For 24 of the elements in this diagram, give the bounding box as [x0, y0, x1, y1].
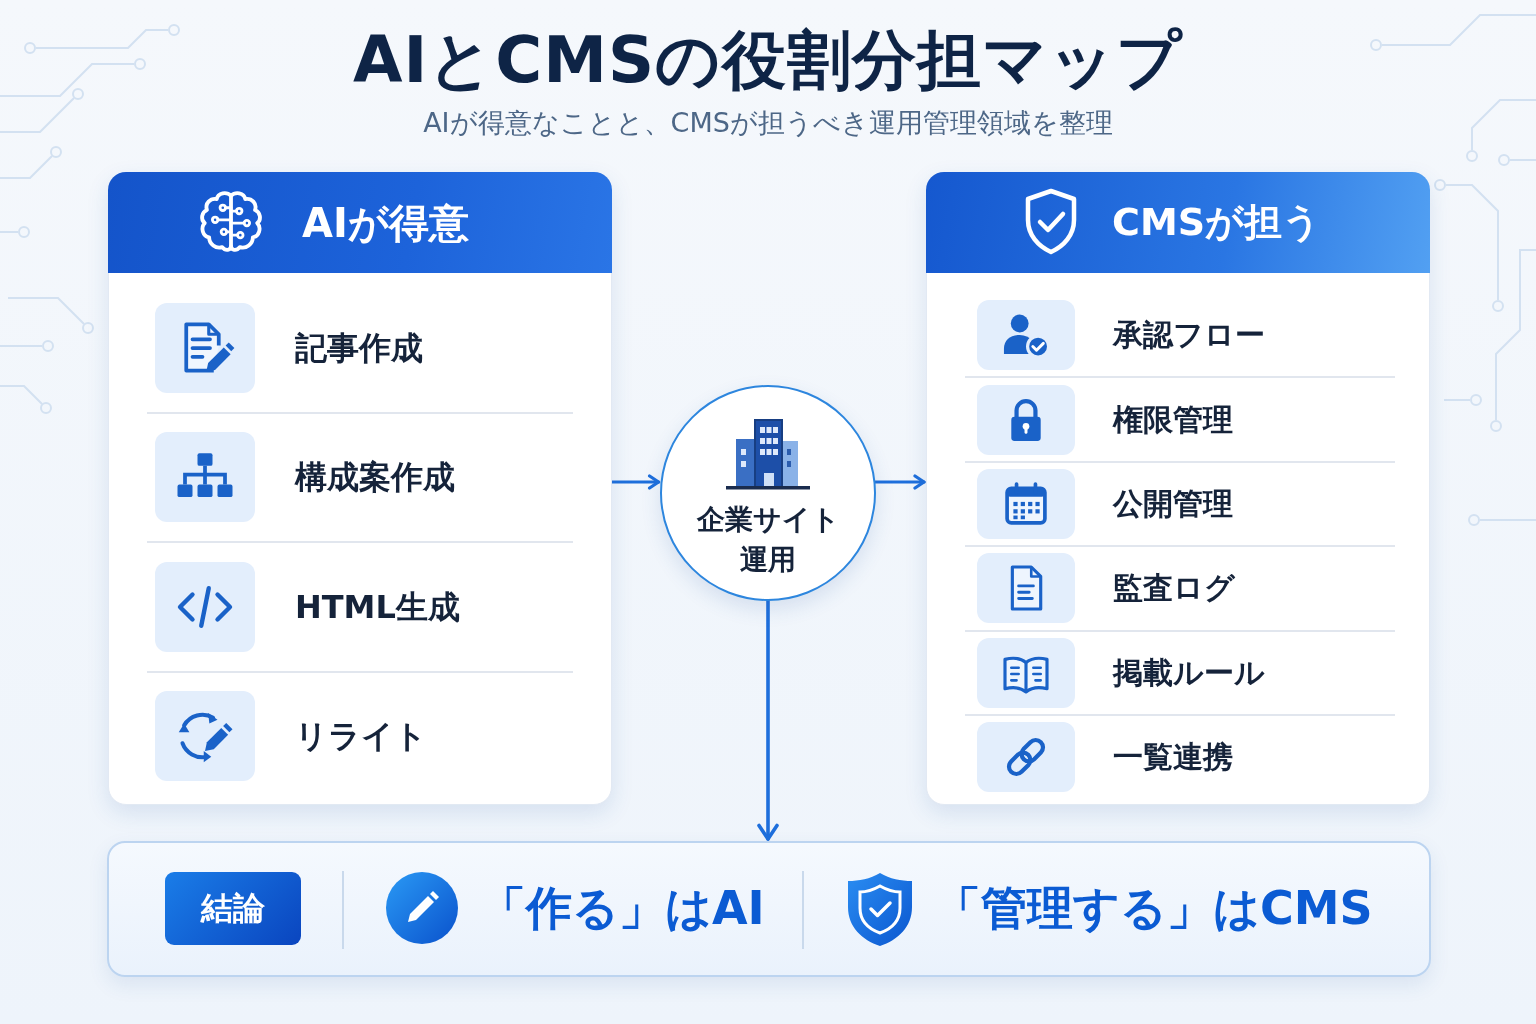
conclusion-text: 「作る」はAI: [480, 881, 765, 937]
conclusion-text: 「管理する」はCMS: [935, 881, 1373, 937]
conclusion-bar: [107, 841, 1431, 977]
node-label: 企業サイト運用: [695, 502, 841, 578]
conclusion-badge: 結論: [165, 872, 301, 945]
item-label: 記事作成: [295, 327, 423, 368]
arrow: [610, 474, 661, 490]
arrow: [873, 474, 926, 490]
panel-card: [926, 172, 1430, 805]
item-label: リライト: [295, 716, 427, 757]
item-label: 承認フロー: [1113, 316, 1265, 354]
item-label: 公開管理: [1113, 485, 1233, 523]
item-label: 一覧連携: [1113, 738, 1233, 776]
panel-card: [108, 172, 612, 805]
item-label: 掲載ルール: [1113, 654, 1265, 692]
item-label: 監査ログ: [1113, 569, 1235, 608]
item-label: 構成案作成: [295, 457, 455, 498]
item-label: 権限管理: [1113, 400, 1233, 439]
panel-title: CMSが担う: [1112, 199, 1322, 246]
title: AIとCMSの役割分担マップ: [352, 24, 1184, 98]
subtitle: AIが得意なことと、CMSが担うべき運用管理領域を整理: [423, 106, 1113, 140]
panel-title: AIが得意: [302, 198, 469, 247]
item-label: HTML生成: [295, 586, 460, 627]
arrow: [757, 599, 779, 841]
